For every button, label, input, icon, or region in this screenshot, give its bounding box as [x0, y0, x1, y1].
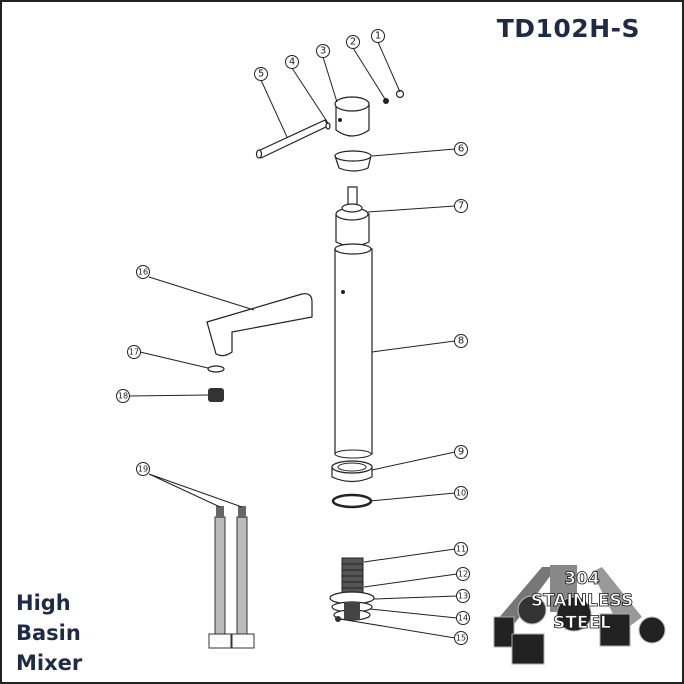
callout-8: 8 — [454, 334, 468, 348]
badge-line-2: STAINLESS — [531, 591, 633, 611]
screw-2 — [383, 98, 389, 104]
threaded-shank-11 — [341, 557, 364, 597]
callout-14: 14 — [456, 611, 470, 625]
screw-1 — [395, 89, 405, 99]
callout-13: 13 — [456, 589, 470, 603]
o-ring-10 — [331, 493, 373, 509]
svg-text:7: 7 — [458, 201, 464, 212]
callout-16: 16 — [136, 265, 150, 279]
badge-line-3: STEEL — [553, 613, 611, 633]
svg-text:8: 8 — [458, 336, 464, 347]
product-name-line: Basin — [16, 621, 81, 645]
cartridge-7 — [335, 186, 370, 247]
svg-text:16: 16 — [138, 268, 148, 277]
svg-text:11: 11 — [456, 545, 466, 554]
callout-7: 7 — [454, 199, 468, 213]
svg-text:1: 1 — [375, 31, 381, 42]
svg-text:3: 3 — [320, 46, 326, 57]
product-name: High Basin Mixer — [16, 588, 82, 678]
svg-text:4: 4 — [289, 57, 295, 68]
washer-17 — [207, 365, 225, 373]
handle-body — [334, 96, 370, 137]
callout-12: 12 — [456, 567, 470, 581]
svg-text:6: 6 — [458, 144, 464, 155]
svg-text:15: 15 — [456, 634, 466, 643]
callout-18: 18 — [116, 389, 130, 403]
callout-19: 19 — [136, 462, 150, 476]
handle-pin — [255, 119, 329, 159]
fixing-plates-12-15 — [329, 591, 375, 622]
svg-text:19: 19 — [138, 465, 148, 474]
badge-line-1: 304 — [564, 569, 600, 589]
cap-6 — [334, 150, 372, 172]
callout-11: 11 — [454, 542, 468, 556]
callout-1: 1 — [371, 29, 385, 43]
stainless-steel-tubes-image: 304 STAINLESS STEEL — [493, 565, 666, 665]
aerator-18 — [208, 388, 224, 402]
nut-9 — [331, 460, 373, 483]
svg-text:9: 9 — [458, 447, 464, 458]
spout-16 — [206, 293, 313, 357]
callouts: 1 2 3 4 5 6 7 8 9 10 11 12 13 14 15 16 1… — [116, 29, 470, 645]
body-tube-8 — [334, 243, 373, 459]
product-name-line: Mixer — [16, 651, 83, 675]
product-name-line: High — [16, 591, 71, 615]
callout-3: 3 — [316, 44, 330, 58]
callout-4: 4 — [285, 55, 299, 69]
svg-text:17: 17 — [129, 348, 139, 357]
svg-text:13: 13 — [458, 592, 468, 601]
svg-text:2: 2 — [350, 37, 356, 48]
callout-5: 5 — [254, 67, 268, 81]
callout-15: 15 — [454, 631, 468, 645]
svg-text:12: 12 — [458, 570, 468, 579]
svg-text:10: 10 — [456, 489, 466, 498]
svg-text:18: 18 — [118, 392, 128, 401]
callout-17: 17 — [127, 345, 141, 359]
svg-text:14: 14 — [458, 614, 468, 623]
model-code: TD102H-S — [496, 14, 640, 43]
callout-2: 2 — [346, 35, 360, 49]
callout-6: 6 — [454, 142, 468, 156]
svg-text:5: 5 — [258, 69, 264, 80]
callout-10: 10 — [454, 486, 468, 500]
callout-9: 9 — [454, 445, 468, 459]
flexible-hoses-19 — [208, 506, 255, 649]
washer-4 — [325, 122, 331, 130]
